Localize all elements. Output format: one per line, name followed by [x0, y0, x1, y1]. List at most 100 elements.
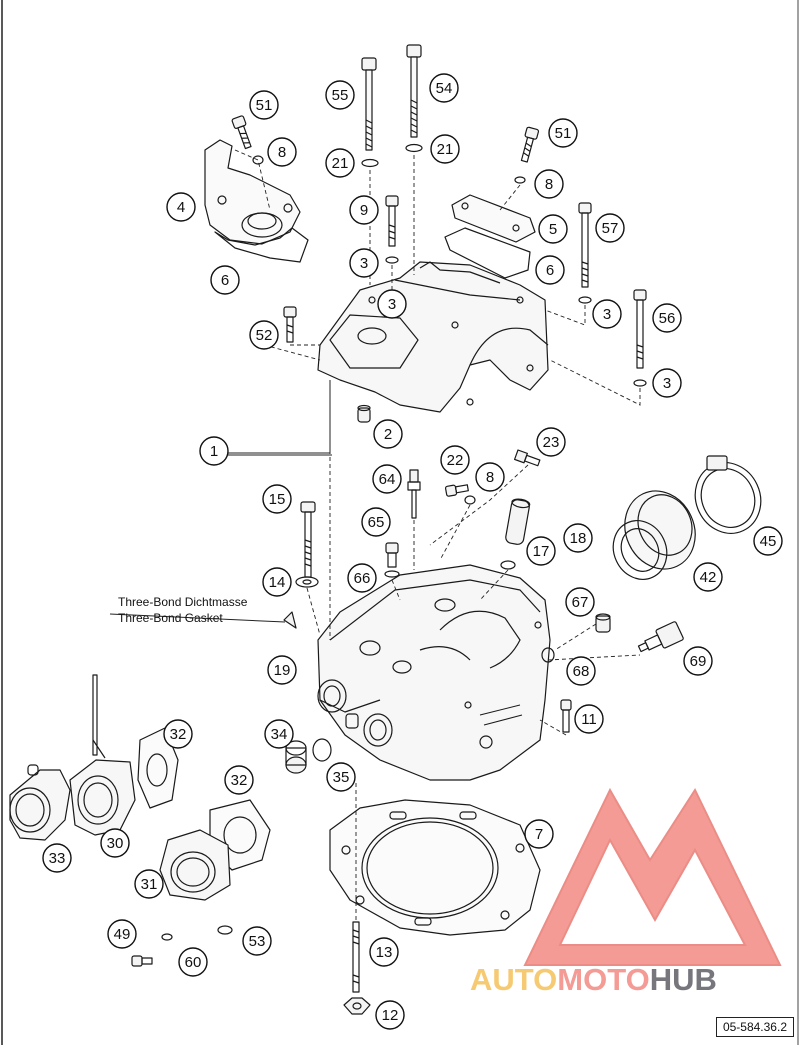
callout-circle	[224, 765, 254, 795]
svg-text:AUTOMOTOHUB: AUTOMOTOHUB	[470, 962, 717, 997]
callout-label: 17	[533, 543, 550, 560]
watermark-logo: AUTOMOTOHUB	[470, 787, 782, 997]
callout-label: 67	[572, 594, 589, 611]
callout-circle	[267, 655, 297, 685]
callout-circle	[325, 80, 355, 110]
washer-68	[541, 647, 555, 663]
bolt-9	[385, 195, 399, 247]
washer-3-a	[385, 256, 399, 264]
callout-circle	[100, 828, 130, 858]
callout-66: 66	[347, 563, 377, 593]
callout-label: 15	[269, 491, 286, 508]
callout-label: 4	[177, 199, 185, 216]
callout-label: 3	[388, 296, 396, 313]
washer-66	[384, 570, 400, 578]
callout-circle	[242, 926, 272, 956]
watermark-hub: HUB	[650, 962, 717, 997]
callout-circle	[536, 427, 566, 457]
callout-31: 31	[134, 869, 164, 899]
callout-22: 22	[440, 445, 470, 475]
tube-18	[505, 498, 531, 545]
plug-65	[385, 542, 399, 568]
callout-15: 15	[262, 484, 292, 514]
callout-circle	[325, 148, 355, 178]
callout-label: 8	[278, 144, 286, 161]
gasket-6-left	[214, 227, 309, 263]
callout-label: 21	[437, 141, 454, 158]
sensor-64	[407, 469, 421, 519]
cylinder-head	[317, 564, 551, 781]
callout-3: 3	[652, 368, 682, 398]
callout-circle	[535, 255, 565, 285]
camshaft-carrier	[317, 261, 549, 413]
callout-9: 9	[349, 195, 379, 225]
callout-label: 22	[447, 452, 464, 469]
callout-leaders	[109, 380, 332, 623]
callout-label: 31	[141, 876, 158, 893]
gasket-6-right	[444, 227, 531, 279]
callout-2: 2	[373, 419, 403, 449]
callout-layer: 1233334566788891112131415171819212122233…	[42, 73, 783, 1030]
dowel-2	[357, 404, 371, 423]
callout-circle	[429, 73, 459, 103]
gasket-32-right-hole	[223, 816, 257, 854]
callout-label: 5	[549, 221, 557, 238]
callout-45: 45	[753, 526, 783, 556]
washer-60	[161, 933, 173, 941]
callout-52: 52	[249, 320, 279, 350]
callout-56: 56	[652, 303, 682, 333]
callout-circle	[753, 526, 783, 556]
callout-label: 45	[760, 533, 777, 550]
callout-circle	[264, 719, 294, 749]
callout-5: 5	[538, 214, 568, 244]
washer-14	[295, 576, 319, 588]
callout-circle	[375, 1000, 405, 1030]
callout-circle	[361, 507, 391, 537]
callout-label: 11	[581, 711, 597, 728]
callout-circle	[524, 819, 554, 849]
callout-23: 23	[536, 427, 566, 457]
callout-circle	[42, 843, 72, 873]
nut-12	[343, 997, 371, 1015]
callout-label: 1	[210, 443, 218, 460]
callout-13: 13	[369, 937, 399, 967]
plug-67	[595, 613, 611, 633]
callout-label: 32	[170, 726, 187, 743]
callout-label: 60	[185, 954, 202, 971]
callout-32: 32	[224, 765, 254, 795]
callout-label: 33	[49, 850, 66, 867]
sealant-note-de: Three-Bond Dichtmasse	[118, 595, 248, 609]
callout-circle	[347, 563, 377, 593]
callout-8: 8	[534, 169, 564, 199]
oring-17	[500, 560, 516, 570]
callout-circle	[430, 134, 460, 164]
callout-circle	[693, 562, 723, 592]
callout-label: 14	[269, 574, 286, 591]
callout-3: 3	[377, 289, 407, 319]
callout-11: 11	[574, 704, 604, 734]
callout-4: 4	[166, 192, 196, 222]
washer-21-right	[405, 143, 423, 153]
washer-21-left	[361, 158, 379, 168]
stud-13	[352, 921, 360, 993]
callout-label: 54	[436, 80, 453, 97]
callout-circle	[249, 90, 279, 120]
callout-67: 67	[565, 587, 595, 617]
callout-1: 1	[199, 436, 229, 466]
callout-label: 52	[256, 327, 273, 344]
callout-21: 21	[430, 134, 460, 164]
callout-circle	[262, 567, 292, 597]
gasket-32-left-hole	[146, 753, 168, 787]
callout-circle	[210, 265, 240, 295]
cover-5	[451, 194, 536, 243]
bolt-56	[633, 289, 647, 369]
callout-circle	[592, 299, 622, 329]
callout-6: 6	[535, 255, 565, 285]
callout-circle	[652, 303, 682, 333]
callout-circle	[683, 646, 713, 676]
drawing-code: 05-584.36.2	[715, 1017, 794, 1037]
callout-30: 30	[100, 828, 130, 858]
callout-label: 51	[256, 97, 273, 114]
callout-circle	[595, 213, 625, 243]
callout-label: 7	[535, 826, 543, 843]
